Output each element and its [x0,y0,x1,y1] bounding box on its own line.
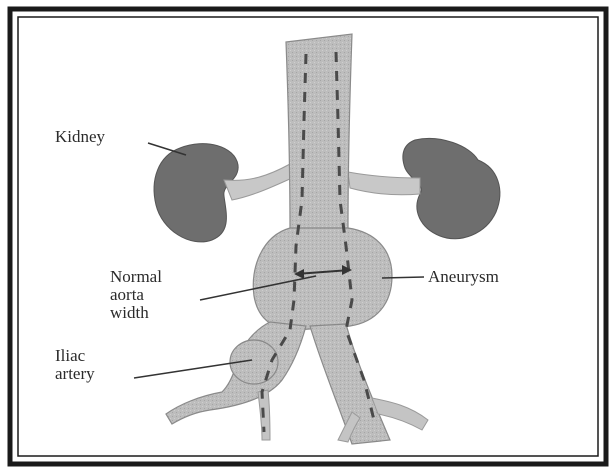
kidney-label: Kidney [55,128,105,146]
iliac-artery-label-line1: Iliac [55,347,95,365]
normal-aorta-width-label: Normal aorta width [110,268,162,322]
left-kidney [154,144,238,242]
aneurysm-label: Aneurysm [428,268,499,286]
aneurysm-leader [382,277,424,278]
normal-aorta-width-label-line2: aorta [110,286,162,304]
aneurysm-bulge [253,228,392,330]
iliac-artery-label-line2: artery [55,365,95,383]
right-renal-artery [348,172,420,195]
normal-aorta-width-label-line3: width [110,304,162,322]
aorta [286,34,352,232]
normal-aorta-width-label-line1: Normal [110,268,162,286]
iliac-artery-label: Iliac artery [55,347,95,383]
